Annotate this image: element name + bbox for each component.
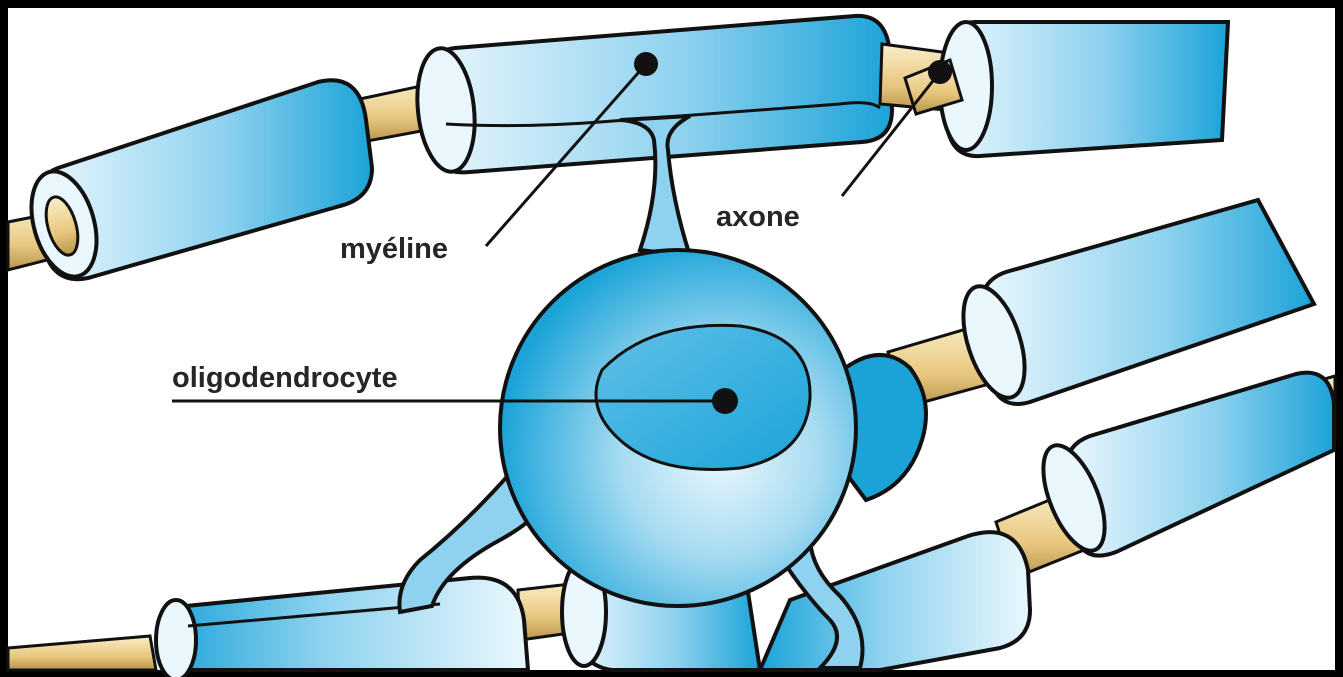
label-axon: axone — [716, 201, 800, 233]
myelin-marker-dot — [634, 52, 658, 76]
label-oligodendrocyte: oligodendrocyte — [172, 362, 398, 394]
myelin-sheath-top-right — [905, 22, 1228, 156]
oligodendrocyte-marker-dot — [712, 388, 738, 414]
axon-marker-dot — [928, 60, 952, 84]
label-myelin: myéline — [340, 233, 448, 265]
oligodendrocyte-cell-body — [500, 250, 856, 606]
